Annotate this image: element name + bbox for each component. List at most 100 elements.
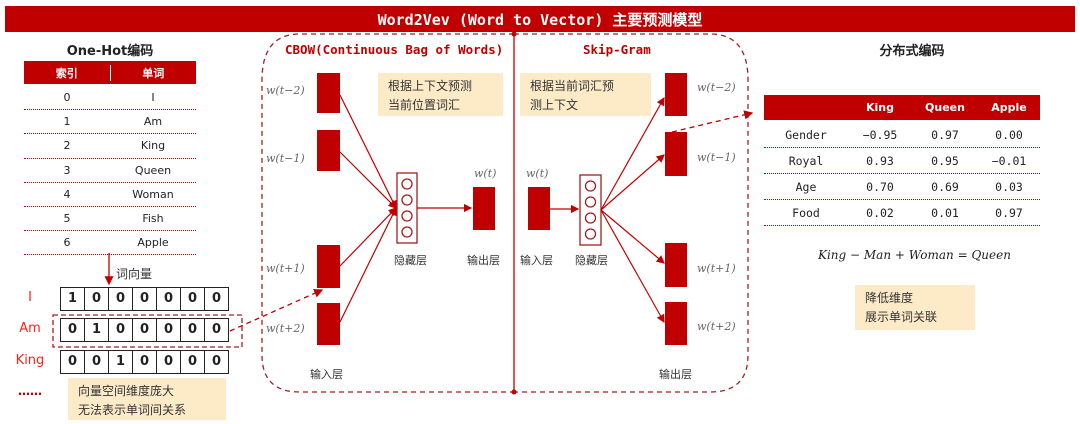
note-line: 测上下文 — [530, 98, 579, 112]
skip-input-block — [528, 187, 550, 230]
column-header: King — [866, 101, 894, 114]
cbow-hidden-layer — [396, 172, 418, 244]
vector-cell: 0 — [61, 319, 85, 341]
note-line: 展示单词关联 — [865, 310, 938, 324]
cbow-output-block — [473, 187, 495, 230]
skip-hidden-layer-label: 隐藏层 — [575, 254, 608, 267]
page-title: Word2Vev (Word to Vector) 主要预测模型 — [377, 11, 703, 29]
feature-label: Gender — [785, 127, 827, 142]
cbow-input-block — [317, 303, 340, 345]
onehot-note: 向量空间维度庞大 无法表示单词间关系 — [68, 378, 226, 420]
word-cell: Queen — [134, 163, 172, 177]
note-line: 无法表示单词间关系 — [78, 403, 187, 417]
cbow-heading: CBOW(Continuous Bag of Words) — [285, 42, 504, 57]
index-cell: 2 — [63, 139, 71, 153]
column-header: Apple — [991, 101, 1027, 114]
cbow-input-block — [317, 130, 340, 171]
value-cell: 0.02 — [866, 205, 894, 220]
skip-output-block — [665, 243, 687, 287]
vector-cell: 1 — [61, 288, 85, 310]
am-highlight — [52, 314, 243, 348]
vector-cell: 0 — [181, 319, 205, 341]
vector-cell: 1 — [85, 319, 109, 341]
value-cell: 0.01 — [931, 205, 959, 220]
value-cell: 0.00 — [995, 127, 1023, 142]
skip-output-block — [665, 73, 687, 116]
vector-word-label: Am — [19, 321, 41, 336]
distributed-heading: 分布式编码 — [879, 44, 945, 59]
vector-cell: 0 — [85, 351, 109, 373]
vector-cell: 0 — [133, 351, 157, 373]
vector-cell: 0 — [133, 319, 157, 341]
vector-cell: 0 — [109, 319, 133, 341]
vector-word-label: I — [28, 290, 32, 305]
column-header-index: 索引 — [24, 64, 111, 81]
distributed-note: 降低维度 展示单词关联 — [855, 285, 975, 330]
feature-label: Royal — [788, 153, 824, 168]
index-cell: 0 — [63, 91, 71, 105]
vector-cell: 1 — [109, 351, 133, 373]
skip-output-block — [665, 132, 687, 176]
vector-cell: 0 — [133, 288, 157, 310]
vector-cell: 0 — [211, 354, 222, 369]
cbow-input-block — [317, 245, 340, 288]
skip-input-label: w(t) — [526, 167, 549, 180]
skip-output-block — [665, 302, 687, 345]
feature-label: Food — [792, 205, 820, 220]
vector-cell: 0 — [181, 288, 205, 310]
vector-cell: 0 — [85, 288, 109, 310]
feature-label: Age — [795, 179, 817, 194]
word-cell: Apple — [137, 236, 169, 250]
table-row: Food 0.02 0.01 0.97 — [764, 200, 1040, 226]
title-bar — [5, 6, 1075, 32]
skip-output-label: w(t−2) — [697, 81, 736, 94]
note-line: 根据上下文预测 — [388, 79, 473, 93]
vector-equation: King − Man + Woman = Queen — [818, 248, 1011, 262]
note-line: 当前位置词汇 — [388, 98, 461, 112]
skipgram-heading: Skip-Gram — [583, 42, 651, 57]
vector-cell: 0 — [61, 351, 85, 373]
am-to-cbow-arrow — [229, 289, 324, 332]
skip-hidden-layer — [579, 174, 602, 246]
index-cell: 5 — [63, 212, 71, 226]
value-cell: 0.97 — [995, 205, 1023, 220]
vector-cell: 0 — [157, 288, 181, 310]
table-row: Gender −0.95 0.97 0.00 — [764, 122, 1040, 148]
vector-word-label: King — [15, 353, 45, 368]
value-cell: 0.97 — [931, 127, 959, 142]
column-header-word: 单词 — [142, 66, 165, 80]
value-cell: 0.03 — [995, 179, 1023, 194]
column-header: Queen — [925, 101, 965, 114]
distributed-table-header: King Queen Apple — [764, 95, 1040, 120]
vector-cell: 0 — [157, 319, 181, 341]
onehot-table-header: 索引 单词 — [24, 61, 196, 84]
skip-output-label: w(t+1) — [697, 262, 736, 275]
index-cell: 4 — [63, 187, 71, 201]
note-line: 向量空间维度庞大 — [78, 384, 175, 398]
word-cell: I — [151, 91, 155, 105]
cbow-input-label: w(t+1) — [266, 262, 305, 275]
word-cell: Woman — [132, 187, 174, 201]
value-cell: −0.01 — [991, 153, 1027, 168]
skip-input-layer-label: 输入层 — [520, 254, 553, 267]
table-row: 5 Fish — [24, 207, 196, 232]
onehot-heading: One-Hot编码 — [66, 44, 154, 59]
word-vector-label: 词向量 — [116, 267, 153, 281]
vector-cell: 0 — [157, 351, 181, 373]
vector-cell: 0 — [109, 288, 133, 310]
word-cell: King — [140, 139, 166, 153]
word-cell: Am — [143, 115, 163, 129]
value-cell: −0.95 — [862, 127, 898, 142]
vector-cell: 0 — [211, 291, 222, 306]
index-cell: 1 — [63, 115, 71, 129]
ellipsis: …… — [18, 384, 42, 398]
word-cell: Fish — [142, 212, 164, 226]
